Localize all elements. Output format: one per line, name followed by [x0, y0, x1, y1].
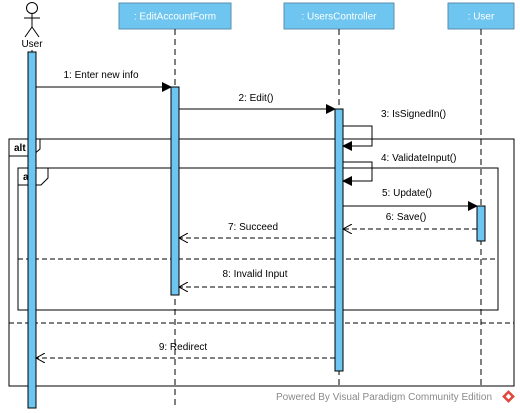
user-actor: User	[21, 2, 43, 50]
visual-paradigm-logo-icon	[502, 390, 515, 403]
message-5: 5: Update()	[343, 188, 478, 211]
lifeline-label-users-controller: : UsersController	[301, 12, 377, 23]
lifeline-label-edit-account-form: : EditAccountForm	[134, 12, 216, 23]
message-2-label: 2: Edit()	[238, 93, 273, 104]
message-3-label: 3: IsSignedIn()	[381, 109, 446, 120]
activation-edit-account-form	[170, 86, 180, 296]
message-1: 1: Enter new info	[36, 70, 172, 92]
message-3: 3: IsSignedIn()	[342, 109, 446, 151]
message-4: 4: ValidateInput()	[342, 153, 456, 186]
message-7-label: 7: Succeed	[228, 222, 278, 233]
activation-user-actor	[27, 51, 37, 409]
activation-user	[476, 205, 486, 242]
message-1-label: 1: Enter new info	[63, 70, 138, 81]
watermark-text: Powered By Visual Paradigm Community Edi…	[276, 392, 492, 403]
message-6-label: 6: Save()	[386, 212, 427, 223]
message-9: 9: Redirect	[36, 342, 335, 358]
lifeline-header-user: : User	[447, 2, 515, 30]
message-4-label: 4: ValidateInput()	[381, 153, 456, 164]
message-7: 7: Succeed	[179, 222, 335, 238]
alt-fragment-outer-label: alt	[14, 143, 26, 154]
message-6: 6: Save()	[343, 212, 477, 229]
lifeline-header-users-controller: : UsersController	[283, 2, 395, 30]
message-9-label: 9: Redirect	[159, 342, 208, 353]
actor-label: User	[21, 39, 43, 50]
activation-users-controller	[334, 108, 344, 372]
lifeline-header-edit-account-form: : EditAccountForm	[118, 2, 232, 30]
message-5-label: 5: Update()	[382, 188, 432, 199]
message-8: 8: Invalid Input	[179, 269, 335, 287]
alt-fragment-outer: alt	[8, 138, 515, 387]
watermark: Powered By Visual Paradigm Community Edi…	[272, 387, 518, 405]
lifeline-label-user: : User	[468, 12, 495, 23]
message-8-label: 8: Invalid Input	[222, 269, 287, 280]
message-2: 2: Edit()	[179, 93, 336, 114]
